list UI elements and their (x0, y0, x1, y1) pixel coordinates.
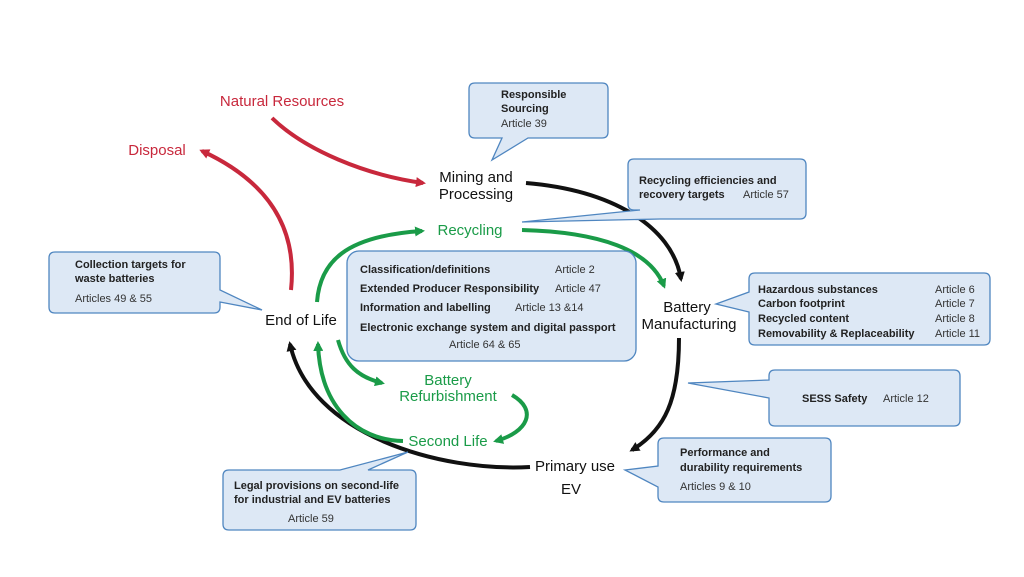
callout-article: Article 12 (883, 393, 929, 405)
manufacturing-row-article: Article 8 (935, 313, 975, 325)
central-row-label: Extended Producer Responsibility (360, 283, 540, 295)
callout-article: Article 57 (743, 189, 789, 201)
arrow-second-life-to-end-of-life (313, 341, 404, 443)
callout-text: Recycling efficiencies and (639, 175, 777, 187)
node-battery-refurbishment: Battery (424, 372, 472, 389)
arrow-natural-resources-to-mining (270, 116, 426, 187)
node-mining-processing: Mining and (439, 169, 512, 186)
central-row-article: Article 2 (555, 264, 595, 276)
callout-second-life-legal: Legal provisions on second-life for indu… (222, 451, 417, 531)
callout-text: Sourcing (501, 103, 549, 115)
manufacturing-row-label: Recycled content (758, 313, 849, 325)
callout-central-requirements: Classification/definitions Article 2 Ext… (346, 250, 637, 362)
manufacturing-row-article: Article 6 (935, 284, 975, 296)
central-row-label: Classification/definitions (360, 264, 490, 276)
arrow-manufacturing-to-primary-use (629, 337, 681, 452)
arrow-end-of-life-to-disposal (199, 149, 294, 291)
arrow-end-of-life-to-recycling (315, 226, 425, 303)
node-natural-resources: Natural Resources (220, 93, 344, 110)
callout-recycling-efficiencies: Recycling efficiencies and recovery targ… (521, 158, 807, 223)
callout-sess-safety: SESS Safety Article 12 (687, 369, 961, 427)
callout-article: Articles 49 & 55 (75, 293, 152, 305)
node-primary-use: EV (561, 481, 581, 498)
callout-responsible-sourcing: Responsible Sourcing Article 39 (468, 82, 609, 162)
arrow-recycling-to-manufacturing (521, 228, 667, 289)
callout-text: waste batteries (74, 273, 154, 285)
central-row-article: Article 64 & 65 (449, 339, 521, 351)
callout-text: SESS Safety (802, 393, 868, 405)
node-recycling: Recycling (437, 222, 502, 239)
lifecycle-nodes: Natural Resources Disposal Mining and Pr… (128, 93, 736, 498)
callout-article: Article 59 (288, 513, 334, 525)
callout-text: Legal provisions on second-life (234, 480, 399, 492)
callout-text: durability requirements (680, 462, 802, 474)
node-disposal: Disposal (128, 142, 186, 159)
callout-text: Responsible (501, 89, 566, 101)
manufacturing-row-label: Carbon footprint (758, 298, 845, 310)
callout-article: Articles 9 & 10 (680, 481, 751, 493)
arrow-refurbishment-to-second-life (493, 393, 529, 444)
node-battery-refurbishment: Refurbishment (399, 388, 497, 405)
callout-text: recovery targets (639, 189, 725, 201)
manufacturing-row-article: Article 7 (935, 298, 975, 310)
arrow-end-of-life-to-refurbishment (336, 339, 385, 387)
manufacturing-row-label: Removability & Replaceability (758, 328, 915, 340)
callout-performance: Performance and durability requirements … (622, 437, 832, 503)
callout-text: Performance and (680, 447, 770, 459)
node-second-life: Second Life (408, 433, 487, 450)
manufacturing-row-label: Hazardous substances (758, 284, 878, 296)
node-end-of-life: End of Life (265, 312, 337, 329)
central-row-label: Electronic exchange system and digital p… (360, 322, 616, 334)
callout-article: Article 39 (501, 118, 547, 130)
central-row-article: Article 47 (555, 283, 601, 295)
manufacturing-row-article: Article 11 (935, 328, 980, 340)
arrow-primary-use-to-end-of-life (286, 341, 531, 470)
callout-text: Collection targets for (75, 259, 186, 271)
callout-text: for industrial and EV batteries (234, 494, 390, 506)
callout-manufacturing-requirements: Hazardous substances Article 6 Carbon fo… (713, 272, 991, 346)
central-row-label: Information and labelling (360, 302, 491, 314)
central-row-article: Article 13 &14 (515, 302, 583, 314)
callout-collection-targets: Collection targets for waste batteries A… (48, 251, 263, 314)
node-battery-manufacturing: Battery (663, 299, 711, 316)
node-battery-manufacturing: Manufacturing (641, 316, 736, 333)
node-mining-processing: Processing (439, 186, 513, 203)
node-primary-use: Primary use (535, 458, 615, 475)
